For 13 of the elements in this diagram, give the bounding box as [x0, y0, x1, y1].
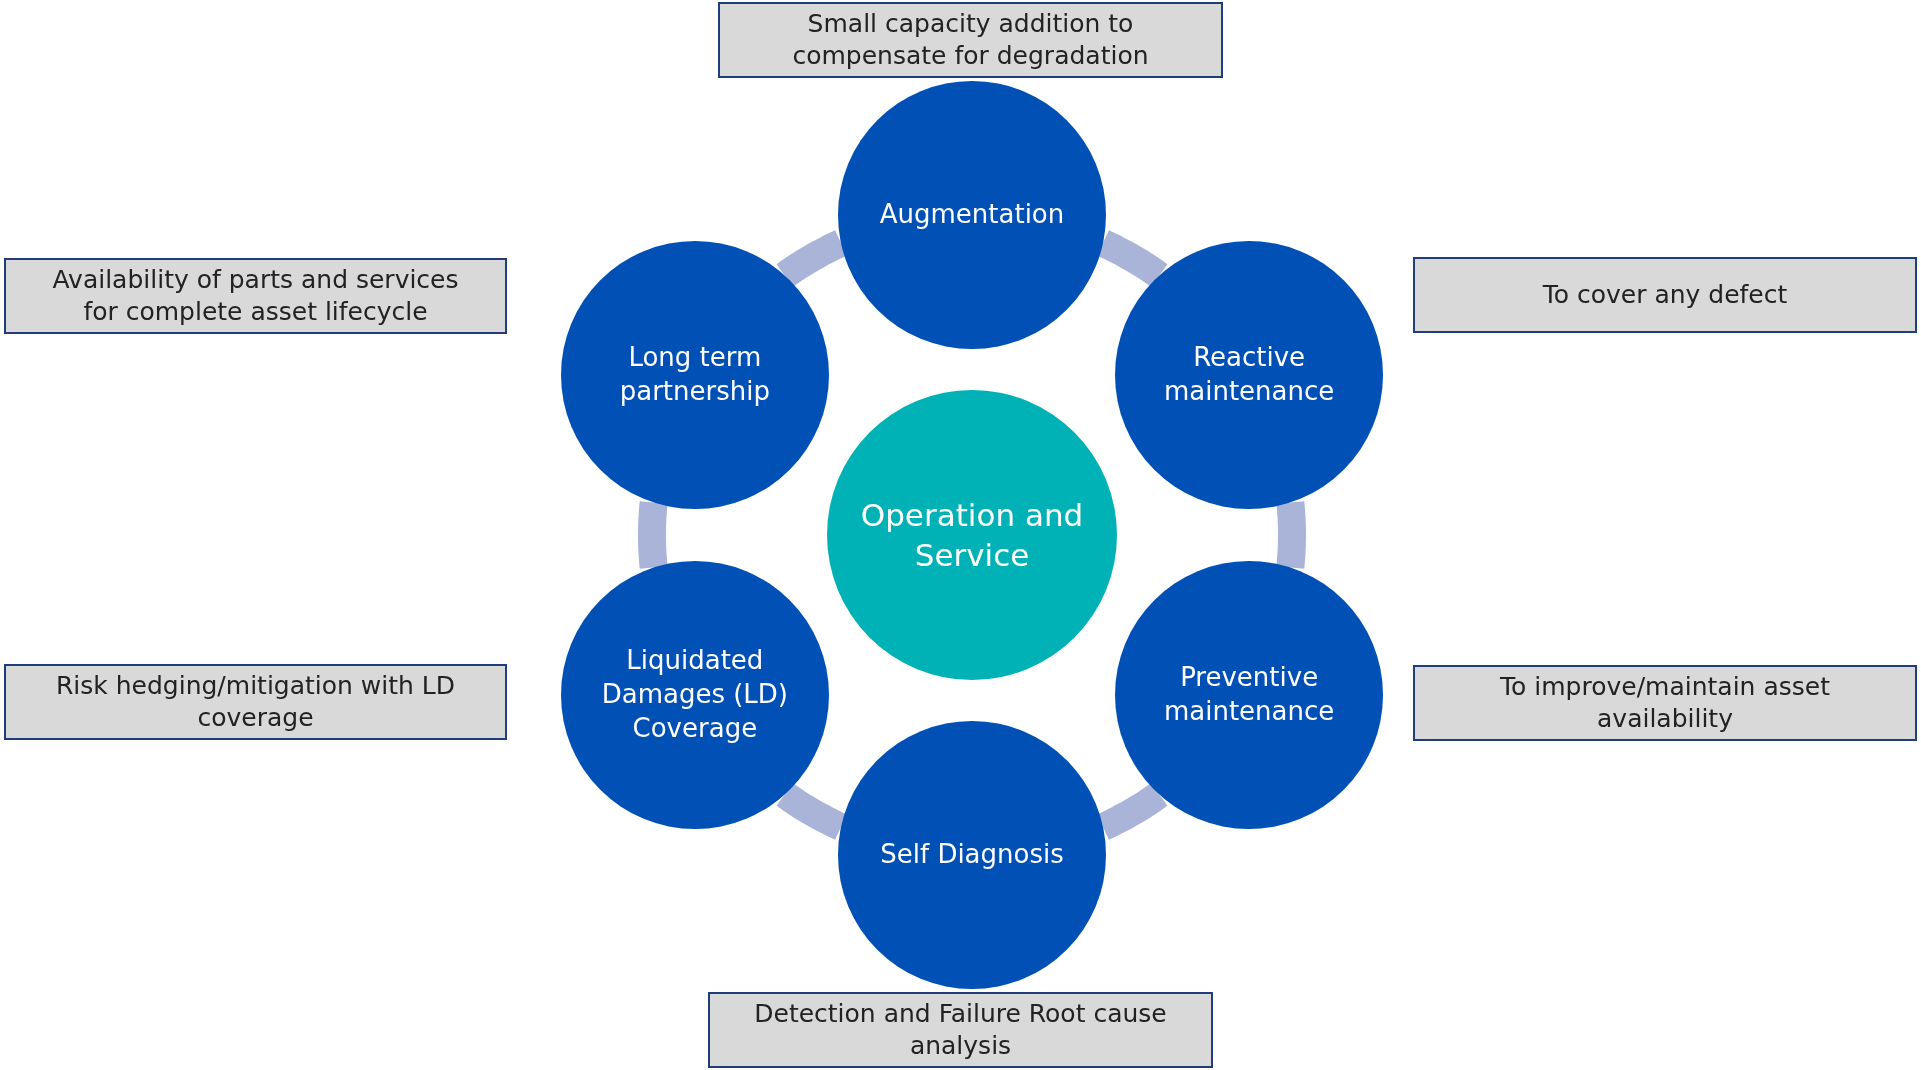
service-circle: Augmentation: [838, 81, 1106, 349]
description-box: Availability of parts and services for complete asset lifecycle: [4, 258, 507, 334]
service-circle: Long term partnership: [560, 241, 829, 509]
description-box: To cover any defect: [1413, 257, 1917, 333]
service-circle: Self Diagnosis: [838, 721, 1106, 989]
description-box: Detection and Failure Root cause analysis: [708, 992, 1213, 1068]
description-box: Small capacity addition to compensate for degradation: [718, 2, 1223, 78]
description-box: To improve/maintain asset availability: [1413, 665, 1917, 741]
service-circle: Liquidated Damages (LD) Coverage: [560, 561, 829, 829]
hub-circle: Operation and Service: [827, 390, 1117, 680]
service-circle: Reactive maintenance: [1115, 241, 1384, 509]
service-circle: Preventive maintenance: [1115, 561, 1384, 829]
description-box: Risk hedging/mitigation with LD coverage: [4, 664, 507, 740]
